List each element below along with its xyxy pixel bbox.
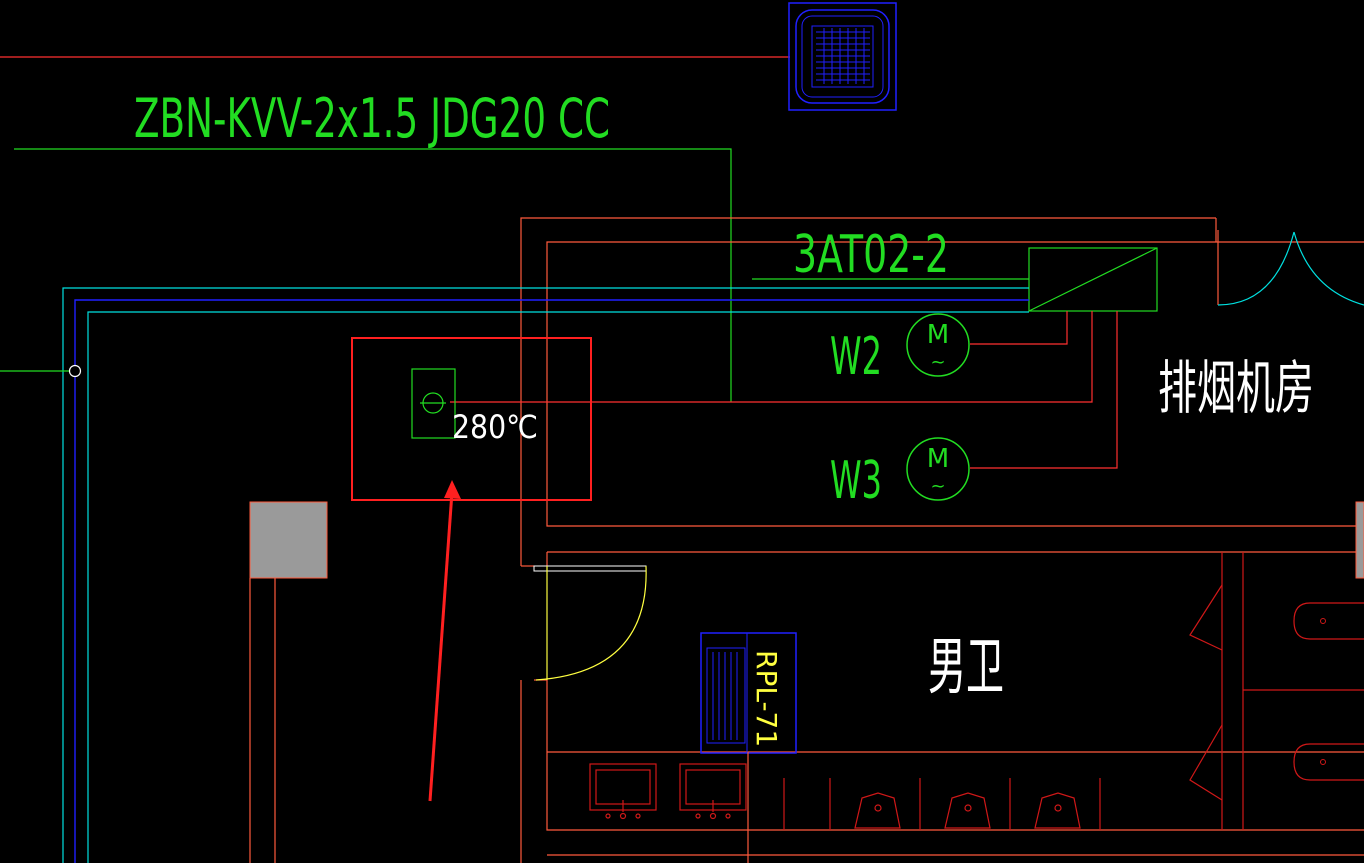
corridor-boundary (62, 287, 1029, 863)
motor-w3-tilde: ~ (930, 476, 945, 497)
urinal-partitions (783, 778, 1101, 830)
fan-w3-motor-icon[interactable]: M ~ (906, 437, 970, 501)
ceiling-ac-unit-icon[interactable] (788, 2, 897, 111)
room-label-smoke-exhaust: 排烟机房 (1158, 354, 1314, 422)
panel-label: 3AT02-2 (793, 225, 949, 285)
fan-w3-label: W3 (830, 451, 882, 511)
motor-wiring (450, 311, 1118, 469)
toilet-room-walls (520, 551, 1364, 863)
highlight-box (351, 337, 592, 501)
double-door-top-right (1217, 230, 1364, 306)
fire-damper-icon[interactable] (411, 368, 456, 439)
wash-basin-icon (589, 763, 747, 820)
toilet-door (533, 565, 647, 681)
smoke-exhaust-room-walls (520, 217, 1364, 566)
motor-w2-symbol: M (927, 320, 949, 350)
fire-damper-temperature: 280℃ (452, 408, 538, 446)
motor-w3-symbol: M (927, 444, 949, 474)
junction-circle-icon[interactable] (68, 364, 82, 378)
control-panel-box[interactable] (1028, 247, 1158, 312)
column-pipe-lines (249, 578, 276, 863)
urinal-icon (854, 792, 1081, 829)
right-column (1355, 501, 1364, 579)
control-cable-line (14, 148, 732, 402)
fan-w2-label: W2 (830, 327, 882, 387)
fan-w2-motor-icon[interactable]: M ~ (906, 313, 970, 377)
rp-box-label: RPL-71 (750, 650, 783, 747)
structural-column (249, 501, 328, 579)
room-label-mens-toilet: 男卫 (928, 630, 1004, 703)
toilet-fixture-icon (1293, 602, 1364, 781)
pointer-arrow-icon (428, 480, 461, 802)
motor-w2-tilde: ~ (930, 352, 945, 373)
toilet-stalls (1189, 552, 1364, 830)
cable-label: ZBN-KVV-2x1.5 JDG20 CC (134, 87, 610, 150)
